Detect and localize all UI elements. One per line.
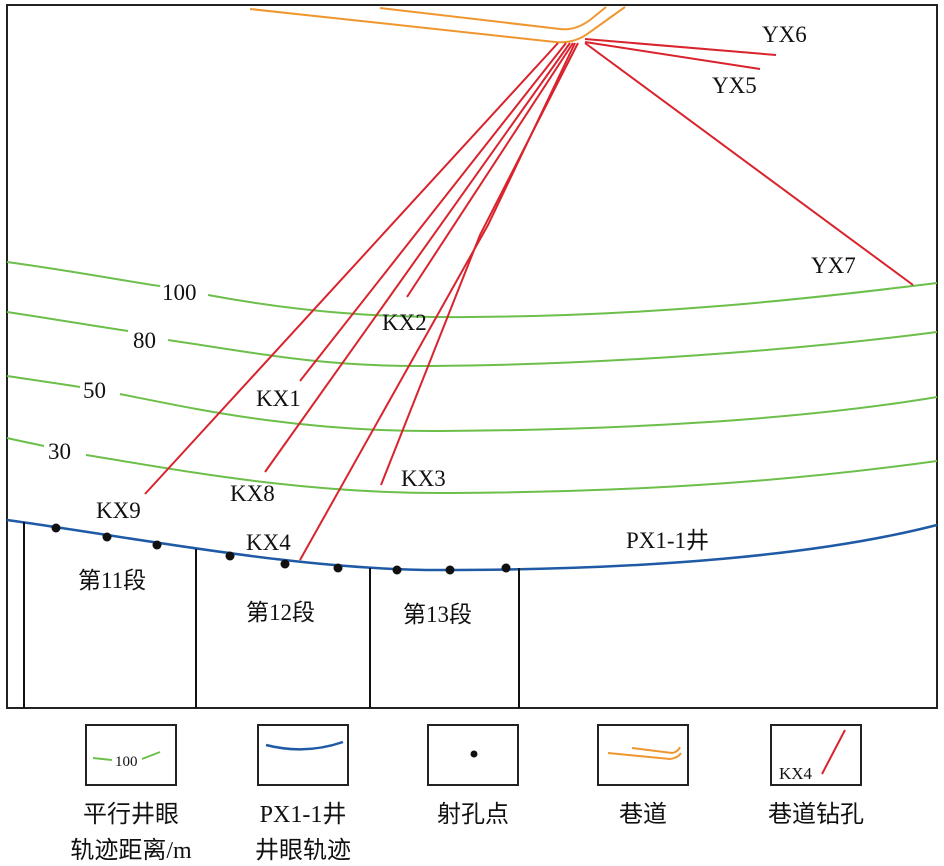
legend-tunnel-icon (607, 746, 682, 761)
main-frame (6, 4, 938, 709)
legend-label-tunnel: 巷道 (619, 801, 667, 828)
legend-borehole-icon (821, 729, 846, 775)
label-yx7: YX7 (811, 253, 856, 278)
legend-borehole-sample: KX4 (779, 764, 813, 783)
legend-label-dot: 射孔点 (437, 801, 509, 828)
borehole-yx6 (584, 38, 777, 56)
segment-13: 第13段 (403, 602, 472, 627)
legend-label-borehole: 巷道钻孔 (768, 801, 864, 828)
label-kx3: KX3 (401, 466, 446, 491)
borehole-kx1 (299, 42, 567, 382)
segment-11: 第11段 (78, 568, 146, 593)
contour-30 (6, 437, 938, 495)
label-yx5: YX5 (712, 73, 757, 98)
label-yx6: YX6 (762, 22, 807, 47)
legend-well-icon (265, 740, 344, 751)
legend-dot-icon (470, 750, 478, 758)
legend-label-contour-2: 轨迹距离/m (70, 837, 192, 864)
legend-label-contour-1: 平行井眼 (83, 801, 179, 828)
label-kx4: KX4 (246, 530, 291, 555)
borehole-kx3 (380, 42, 579, 486)
perforation-points (51, 523, 511, 575)
contour-lines (6, 261, 938, 495)
legend-label-well-1: PX1-1井 (260, 801, 347, 828)
borehole-kx9 (144, 42, 559, 495)
tunnel (249, 6, 626, 44)
well-trajectory (6, 518, 938, 572)
legend-contour-icon (92, 751, 161, 761)
legend-label-well-2: 井眼轨迹 (255, 837, 351, 864)
segment-12: 第12段 (246, 600, 315, 625)
contour-50 (6, 375, 938, 433)
contour-80 (6, 311, 938, 368)
label-kx2: KX2 (382, 310, 427, 335)
contour-label-80: 80 (133, 328, 156, 353)
segment-dividers (23, 522, 520, 708)
contour-label-50: 50 (83, 378, 106, 403)
boreholes (144, 38, 914, 561)
label-kx9: KX9 (96, 498, 141, 523)
borehole-kx2 (406, 42, 574, 298)
borehole-yx5 (584, 41, 761, 70)
label-kx1: KX1 (256, 386, 301, 411)
legend: 100 KX4 (85, 724, 862, 786)
contour-100 (6, 261, 938, 319)
borehole-yx7 (584, 42, 914, 286)
contour-label-100: 100 (162, 280, 197, 305)
legend-contour-sample: 100 (115, 754, 138, 770)
label-kx8: KX8 (230, 481, 275, 506)
well-label: PX1-1井 (626, 528, 709, 553)
borehole-kx8 (264, 42, 571, 473)
contour-label-30: 30 (48, 439, 71, 464)
